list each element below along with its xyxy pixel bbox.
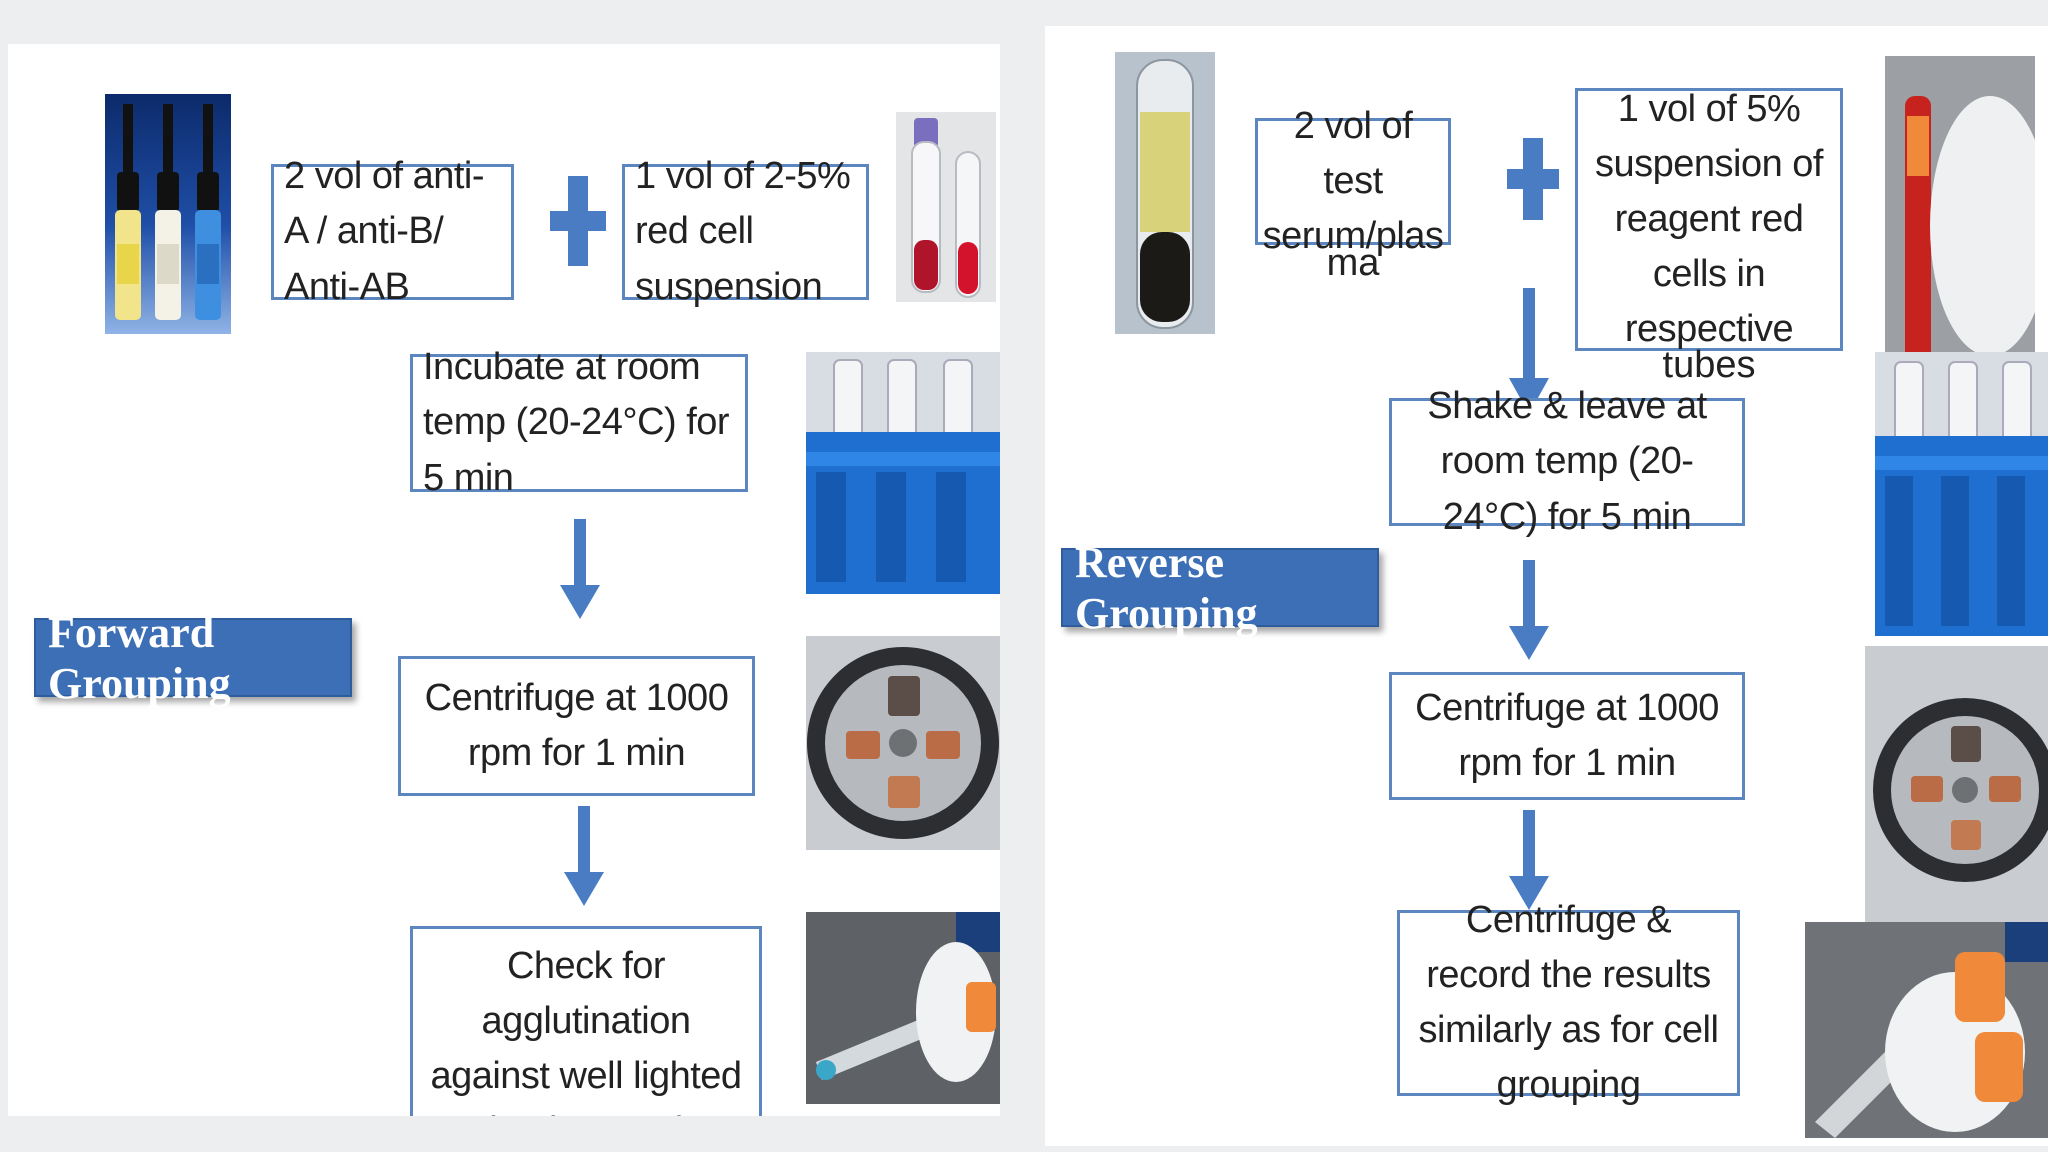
down-arrow-icon — [564, 806, 604, 906]
centrifuge-text: Centrifuge at 1000 rpm for 1 min — [424, 676, 729, 774]
test-serum-volume-text: 2 vol of test serum/plas — [1262, 104, 1444, 258]
forward-grouping-panel: 2 vol of anti- A / anti-B/ Anti-AB 1 vol… — [8, 44, 1000, 1116]
reverse-centrifuge-photo — [1865, 646, 2048, 934]
test-serum-volume-overflow: ma — [1326, 242, 1380, 284]
plus-icon — [1507, 138, 1559, 220]
anti-sera-volume-text: 2 vol of anti- A / anti-B/ Anti-AB — [284, 155, 485, 308]
tube-rack-photo — [806, 352, 1000, 594]
incubate-box: Incubate at room temp (20-24°C) for 5 mi… — [410, 346, 748, 499]
plus-icon — [550, 176, 606, 266]
reverse-grouping-title: Reverse Grouping — [1061, 538, 1379, 638]
agglutination-check-box: Check for agglutination against well lig… — [410, 926, 762, 1116]
centrifuge-box: Centrifuge at 1000 rpm for 1 min — [398, 656, 755, 796]
incubate-text: Incubate at room temp (20-24°C) for 5 mi… — [423, 346, 730, 499]
reagent-cells-box: 1 vol of 5% suspension of reagent red ce… — [1575, 88, 1843, 351]
red-cell-tubes-photo — [896, 112, 996, 302]
record-results-box: Centrifuge & record the results similarl… — [1397, 899, 1740, 1106]
reverse-tube-rack-photo — [1875, 352, 2048, 636]
reagent-cells-overflow: tubes — [1662, 344, 1756, 386]
tube-check-photo — [806, 912, 1000, 1104]
reverse-centrifuge-text: Centrifuge at 1000 rpm for 1 min — [1415, 686, 1719, 784]
test-serum-volume-box: 2 vol of test serum/plas — [1255, 105, 1451, 257]
centrifuge-photo — [806, 636, 1000, 850]
reagent-tube-photo — [1885, 56, 2035, 368]
reagent-cells-text: 1 vol of 5% suspension of reagent red ce… — [1595, 87, 1824, 351]
red-cell-suspension-text: 1 vol of 2-5% red cell suspension — [635, 155, 851, 308]
shake-leave-box: Shake & leave at room temp (20-24°C) for… — [1389, 385, 1745, 538]
serum-tube-photo — [1115, 52, 1215, 334]
antisera-bottles-photo — [105, 94, 231, 334]
anti-sera-volume-box: 2 vol of anti- A / anti-B/ Anti-AB — [271, 155, 514, 308]
shake-leave-text: Shake & leave at room temp (20-24°C) for… — [1427, 385, 1707, 538]
record-results-text: Centrifuge & record the results similarl… — [1418, 898, 1719, 1107]
reverse-centrifuge-box: Centrifuge at 1000 rpm for 1 min — [1389, 672, 1745, 800]
down-arrow-icon — [560, 519, 600, 619]
down-arrow-icon — [1509, 288, 1549, 414]
red-cell-suspension-box: 1 vol of 2-5% red cell suspension — [622, 155, 869, 308]
reverse-grouping-panel: 2 vol of test serum/plas ma 1 vol of 5% … — [1045, 26, 2048, 1146]
down-arrow-icon — [1509, 810, 1549, 910]
down-arrow-icon — [1509, 560, 1549, 660]
forward-grouping-title: Forward Grouping — [34, 608, 352, 708]
reverse-result-tubes-photo — [1805, 922, 2048, 1138]
agglutination-check-text: Check for agglutination against well lig… — [430, 945, 742, 1116]
